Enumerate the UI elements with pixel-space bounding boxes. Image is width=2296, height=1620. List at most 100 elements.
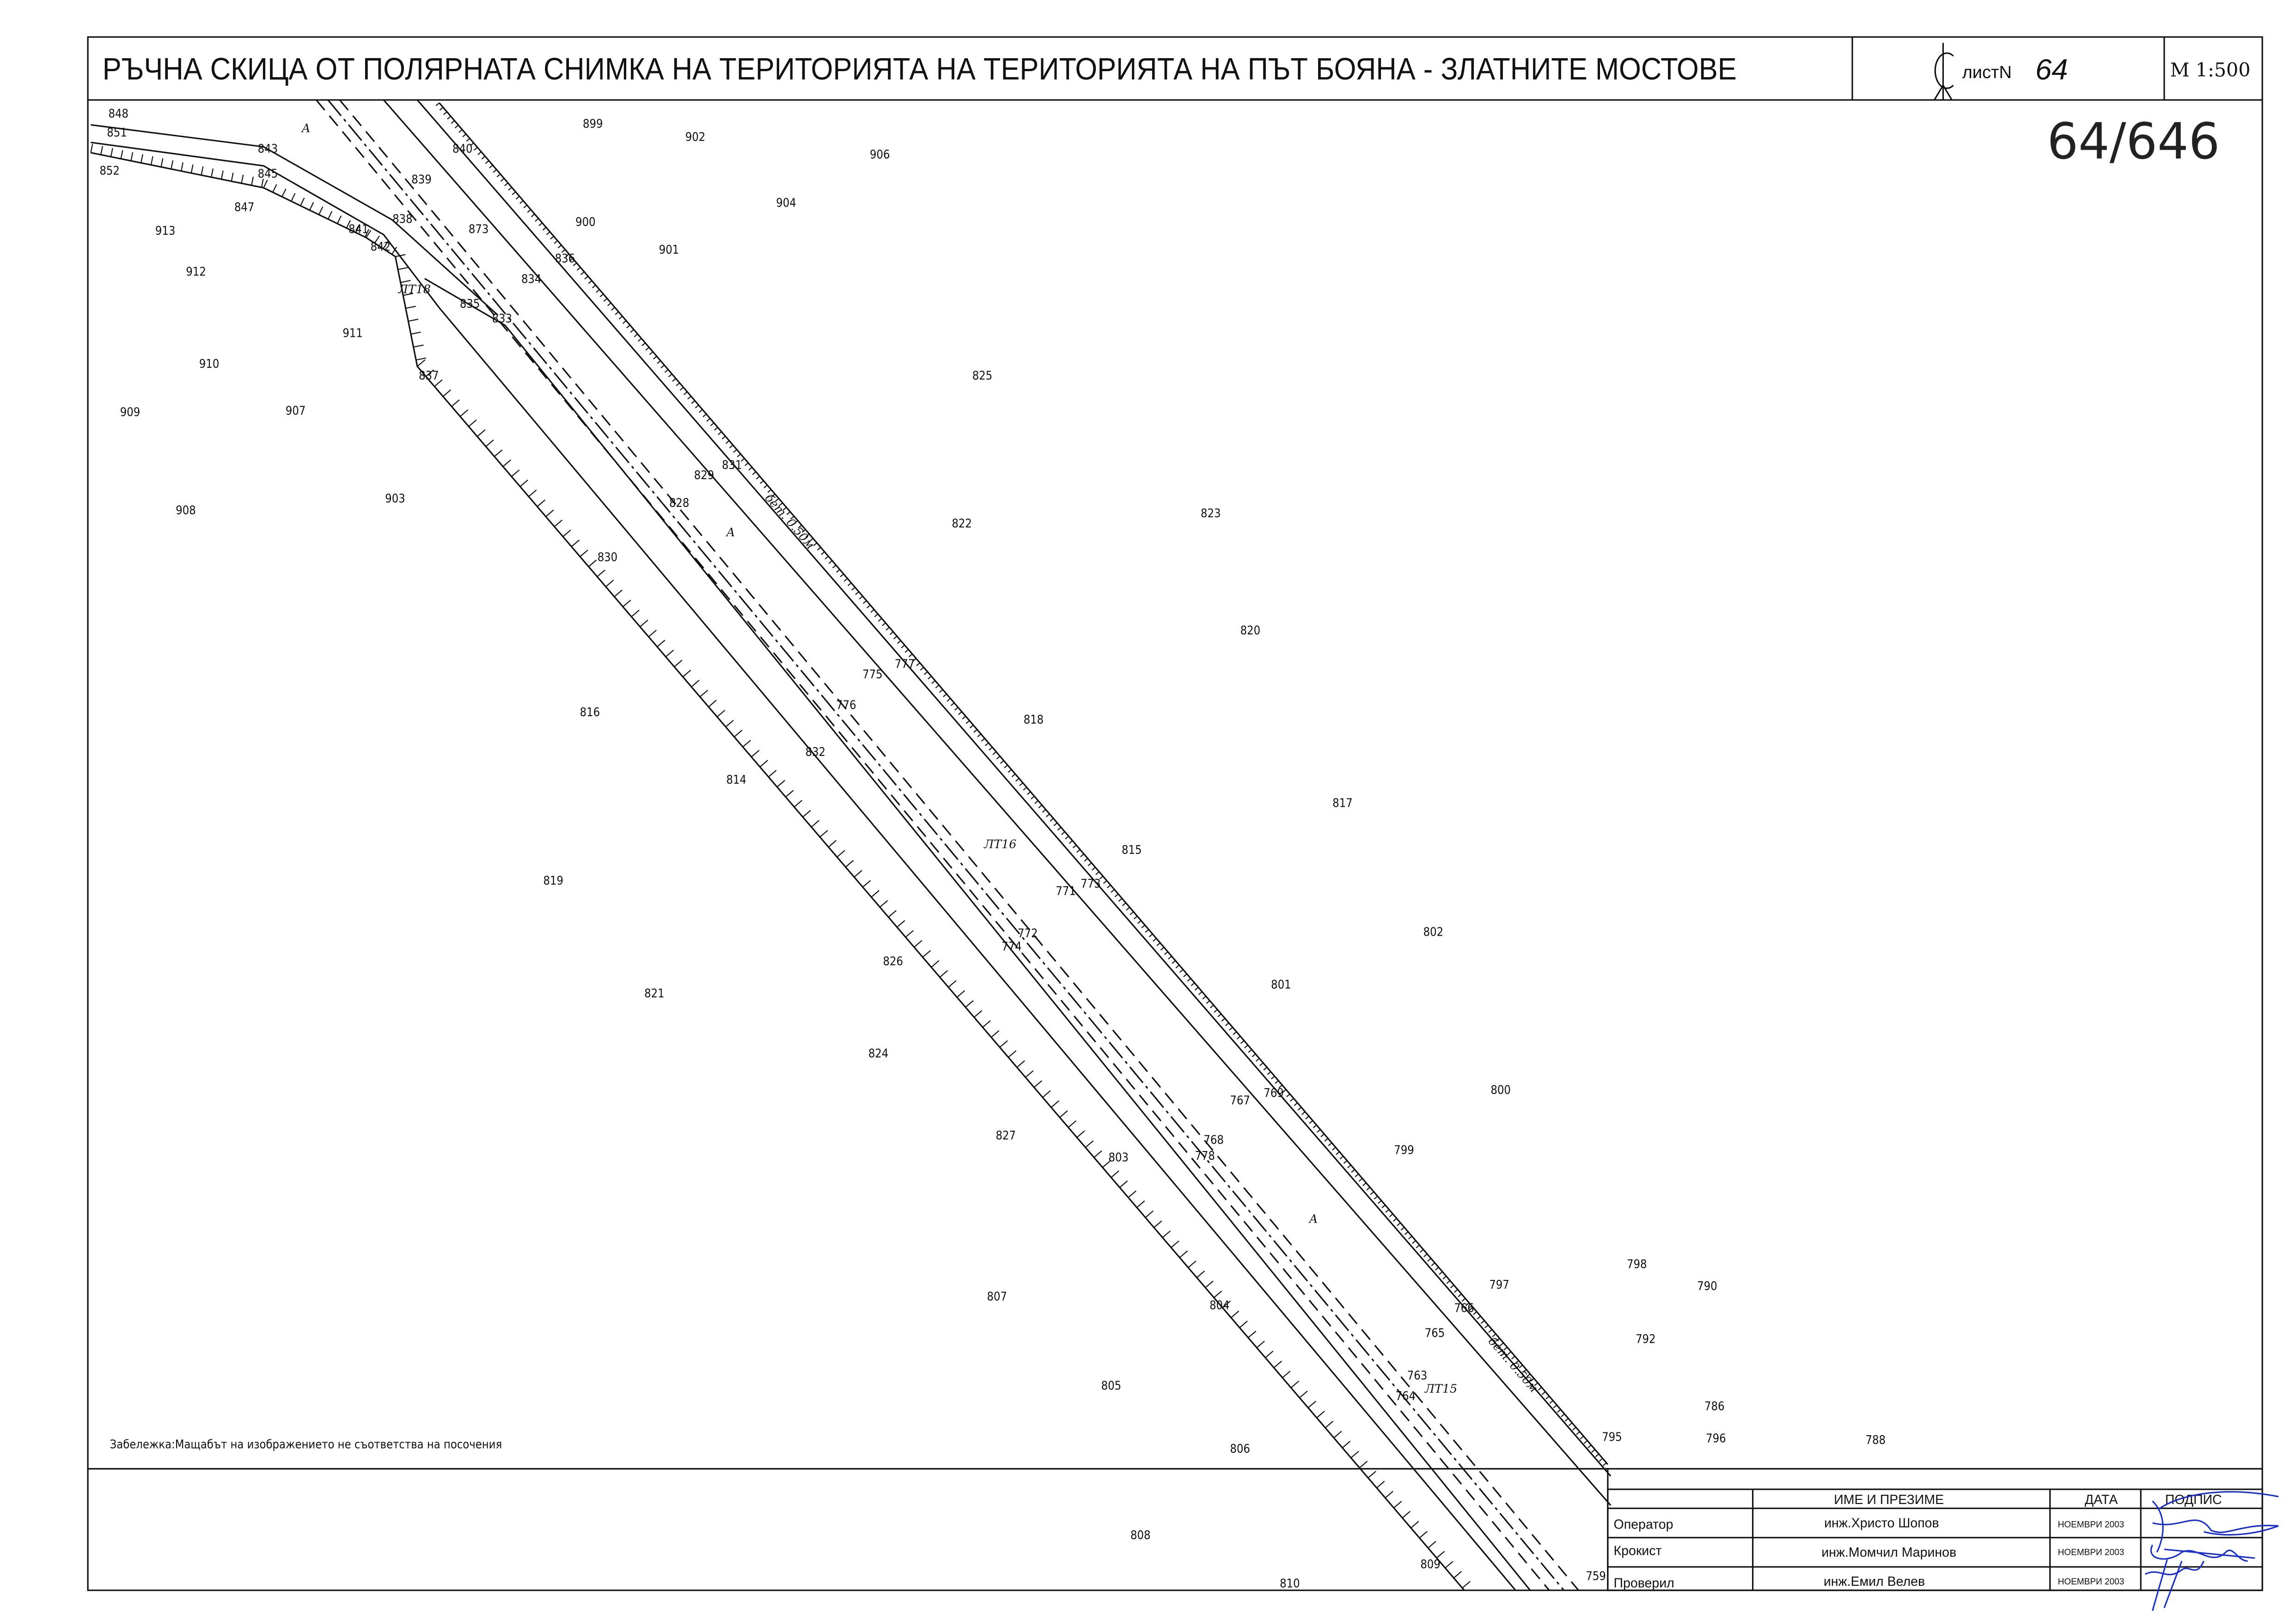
- hatch-tick: [496, 173, 501, 177]
- handwritten-signatures: [2144, 1491, 2279, 1611]
- survey-point-label: 826: [883, 954, 903, 968]
- hatch-tick: [923, 671, 928, 675]
- hatch-tick: [977, 733, 982, 737]
- hatch-tick: [493, 169, 497, 173]
- survey-point-label: 773: [1081, 877, 1100, 890]
- hatch-tick: [1423, 1253, 1428, 1257]
- survey-point-label: 910: [199, 357, 219, 371]
- survey-point-label: 806: [1230, 1442, 1250, 1456]
- hatch-tick: [1076, 1130, 1085, 1138]
- hatch-tick: [576, 267, 581, 271]
- sheet-number: 64: [2035, 54, 2068, 86]
- hatch-tick: [973, 1010, 983, 1018]
- hatch-tick: [640, 620, 648, 627]
- hatch-tick: [459, 409, 469, 417]
- hatch-tick: [768, 770, 777, 778]
- hatch-tick: [806, 533, 810, 537]
- survey-point-label: 840: [452, 141, 472, 155]
- hatch-tick: [996, 755, 1001, 760]
- hatch-tick: [272, 184, 277, 193]
- compass-logo-icon: [1934, 43, 1954, 101]
- hatch-tick: [466, 138, 470, 142]
- hatch-tick: [592, 285, 596, 289]
- hatch-tick: [190, 164, 194, 173]
- survey-point-label: 810: [1280, 1576, 1300, 1590]
- hatch-tick: [630, 329, 635, 333]
- hatch-tick: [1236, 1035, 1241, 1040]
- hatch-tick: [443, 111, 447, 115]
- hatch-tick: [1446, 1280, 1451, 1284]
- hatch-tick: [935, 684, 940, 688]
- hatch-tick: [1263, 1066, 1268, 1071]
- hatch-tick: [790, 516, 794, 520]
- hatch-tick: [1332, 1147, 1336, 1151]
- hatch-tick: [1221, 1018, 1226, 1022]
- hatch-tick: [708, 700, 717, 707]
- hatch-tick: [1111, 889, 1115, 893]
- hatch-tick: [668, 373, 672, 378]
- hatch-tick: [1454, 1289, 1458, 1293]
- hatch-tick: [557, 244, 562, 249]
- survey-point-label: 771: [1056, 884, 1075, 898]
- hatch-tick: [241, 174, 244, 183]
- hatch-tick: [1325, 1420, 1334, 1428]
- hatch-tick: [824, 555, 829, 560]
- header-name: ИМЕ И ПРЕЗИМЕ: [1834, 1492, 1944, 1507]
- hatch-tick: [477, 429, 486, 437]
- hatch-tick: [485, 439, 494, 447]
- hatch-tick: [1385, 1209, 1390, 1213]
- row-name: инж.Емил Велев: [1824, 1574, 1925, 1589]
- hatch-tick: [1370, 1191, 1374, 1195]
- hatch-tick: [922, 950, 931, 958]
- hatch-tick: [545, 509, 554, 517]
- hatch-tick: [90, 144, 93, 153]
- survey-point-label: 907: [286, 404, 305, 418]
- hatch-tick: [956, 990, 965, 998]
- survey-point-label: 899: [583, 117, 603, 131]
- hatch-tick: [281, 189, 287, 197]
- hatch-tick: [1583, 1440, 1588, 1444]
- survey-point-label: 820: [1240, 623, 1260, 637]
- hatch-tick: [828, 840, 837, 848]
- hatch-tick: [1484, 1324, 1489, 1328]
- label-a-1: А: [301, 121, 311, 135]
- hatch-tick: [470, 142, 474, 146]
- hatch-tick: [962, 716, 966, 719]
- survey-point-label: 807: [987, 1289, 1007, 1303]
- hatch-tick: [451, 399, 460, 407]
- survey-point-label: 909: [120, 405, 140, 419]
- hatch-tick: [691, 400, 696, 404]
- hatch-tick: [794, 520, 799, 524]
- hatch-tick: [920, 667, 924, 671]
- hatch-tick: [664, 369, 669, 373]
- hatch-tick: [648, 629, 657, 637]
- survey-point-label: 817: [1332, 796, 1352, 810]
- hatch-tick: [1171, 1240, 1179, 1248]
- hatch-tick: [1488, 1329, 1493, 1333]
- hatch-tick: [417, 359, 426, 367]
- survey-point-label: 832: [806, 745, 825, 759]
- hatch-tick: [939, 689, 943, 693]
- survey-point-label: 830: [598, 550, 617, 564]
- hatch-tick: [1233, 1031, 1237, 1035]
- hatch-tick: [1307, 1401, 1317, 1408]
- hatch-tick: [821, 551, 825, 555]
- hatch-tick: [1164, 951, 1168, 955]
- hatch-tick: [201, 166, 204, 176]
- hatch-tick: [1522, 1369, 1527, 1373]
- hatch-tick: [605, 579, 614, 587]
- hatch-tick: [1059, 1110, 1068, 1118]
- hatch-tick: [481, 156, 486, 160]
- survey-point-label: 900: [575, 215, 595, 229]
- hatch-tick: [999, 1040, 1008, 1048]
- hatch-tick: [1286, 1093, 1290, 1097]
- hatch-tick: [882, 622, 886, 627]
- hatch-tick: [1137, 920, 1142, 924]
- hatch-tick: [425, 369, 434, 377]
- hatch-tick: [1404, 1231, 1409, 1235]
- hatch-tick: [1259, 1062, 1264, 1066]
- hatch-tick: [1545, 1395, 1550, 1400]
- hatch-tick: [1595, 1453, 1600, 1457]
- hatch-tick: [611, 307, 615, 311]
